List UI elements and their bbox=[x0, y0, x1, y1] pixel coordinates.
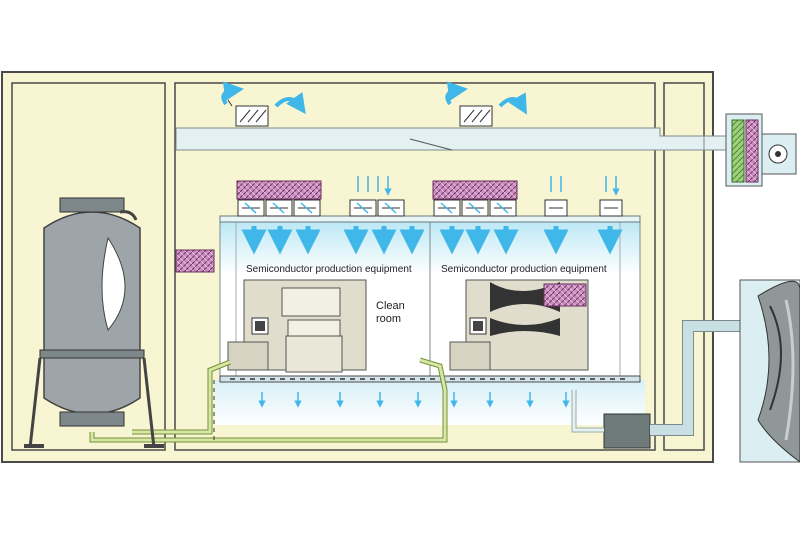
side-hepa-filter bbox=[175, 249, 215, 273]
clean-room-label-line2: room bbox=[376, 313, 402, 325]
exhaust-fan-icon bbox=[739, 279, 800, 463]
production-equipment-right bbox=[449, 279, 589, 371]
return-arrows bbox=[258, 392, 570, 408]
pressure-vessel-icon bbox=[24, 197, 164, 449]
duct-fan-unit-right bbox=[445, 81, 527, 127]
raised-floor bbox=[219, 375, 641, 383]
equipment-label-left: Semiconductor production equipment bbox=[246, 264, 412, 275]
downflow-arrows bbox=[241, 226, 623, 255]
production-equipment-left bbox=[227, 279, 367, 373]
raised-floor-plenum bbox=[215, 380, 645, 425]
blower-icon bbox=[725, 113, 797, 187]
clean-room-label-line1: Clean bbox=[376, 300, 405, 312]
ceiling-grid bbox=[219, 215, 641, 223]
pump-icon bbox=[571, 390, 651, 449]
fan-filter-units-far-right bbox=[544, 176, 623, 217]
damper bbox=[409, 138, 453, 151]
clean-room-label: Clean room bbox=[376, 300, 405, 326]
duct-fan-unit-left bbox=[221, 81, 306, 127]
fan-filter-units-right bbox=[432, 180, 518, 217]
fan-filter-units-left bbox=[236, 180, 322, 217]
equipment-label-right: Semiconductor production equipment bbox=[441, 264, 607, 275]
fan-filter-units-mid-left bbox=[349, 176, 405, 217]
